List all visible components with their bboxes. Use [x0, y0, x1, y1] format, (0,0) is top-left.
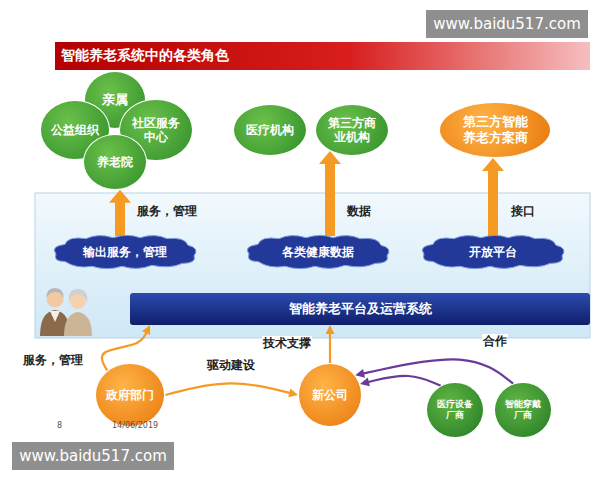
edge-label: 数据 [346, 204, 372, 218]
connector-line [165, 383, 290, 395]
elderly-couple-icon [40, 288, 92, 336]
service-cloud: 各类健康数据 [243, 233, 393, 271]
date-footer: 14/06/2019 [112, 421, 158, 431]
node-text: 各类健康数据 [282, 245, 354, 259]
node-text: 第三方商业机构 [327, 116, 377, 145]
page-number: 8 [57, 421, 62, 431]
node-text: 亲属 [102, 92, 128, 108]
connector-line [368, 376, 441, 386]
arrow-head [142, 325, 150, 335]
title-bar: 智能养老系统中的各类角色 [55, 42, 590, 70]
node-text: 新公司 [312, 388, 348, 402]
node-text: 第三方智能养老方案商 [461, 114, 529, 145]
node-text: 政府部门 [106, 388, 154, 402]
edge-label: 服务，管理 [136, 204, 198, 218]
watermark: www.baidu517.com [12, 442, 174, 470]
edge-label: 技术支撑 [262, 336, 312, 350]
role-circle: 养老院 [83, 134, 147, 190]
node-text: 医疗机构 [246, 123, 294, 137]
connector [355, 359, 513, 383]
connector [360, 376, 441, 386]
platform-bar: 智能养老平台及运营系统 [130, 293, 590, 325]
platform-panel [35, 193, 590, 338]
watermark: www.baidu517.com [426, 10, 588, 38]
actor-circle: 政府部门 [95, 363, 166, 427]
node-text: 社区服务中心 [131, 116, 181, 145]
actor-circle: 新公司 [298, 363, 362, 427]
node-text: 输出服务，管理 [83, 245, 167, 259]
role-ellipse: 医疗机构 [233, 104, 307, 156]
role-ellipse: 第三方商业机构 [315, 104, 389, 156]
node-text: 智能穿戴厂商 [504, 399, 542, 421]
arrow-head [326, 325, 335, 334]
connector [482, 158, 504, 236]
edge-label: 服务，管理 [22, 353, 84, 367]
node-text: 公益组织 [51, 123, 99, 137]
edge-label: 接口 [510, 204, 536, 218]
cloud-outline [54, 235, 196, 268]
connector-line [325, 162, 335, 236]
arrow-head [360, 378, 370, 387]
role-ellipse: 第三方智能养老方案商 [439, 102, 551, 158]
edge-label: 驱动建设 [206, 358, 256, 372]
arrow-head [109, 190, 131, 203]
arrow-head [288, 388, 298, 397]
node-text: 医疗设备厂商 [436, 399, 474, 421]
connector [319, 151, 341, 236]
connector-line [329, 333, 331, 363]
connector-line [363, 359, 514, 383]
connector-line [488, 169, 498, 236]
node-text: 开放平台 [469, 245, 517, 259]
connector [109, 190, 131, 236]
edge-label: 合作 [482, 334, 508, 348]
node-text: 智能养老平台及运营系统 [289, 301, 432, 317]
title-text: 智能养老系统中的各类角色 [61, 47, 229, 65]
arrow-head [482, 158, 504, 171]
cloud-outline [422, 235, 564, 268]
vendor-circle: 智能穿戴厂商 [494, 382, 551, 438]
connector [165, 383, 298, 397]
connector-line [115, 201, 125, 236]
service-cloud: 输出服务，管理 [50, 233, 200, 271]
vendor-circle: 医疗设备厂商 [426, 382, 483, 438]
connector [326, 325, 335, 363]
cloud-outline [247, 235, 389, 268]
service-cloud: 开放平台 [418, 233, 568, 271]
node-text: 养老院 [97, 155, 133, 169]
